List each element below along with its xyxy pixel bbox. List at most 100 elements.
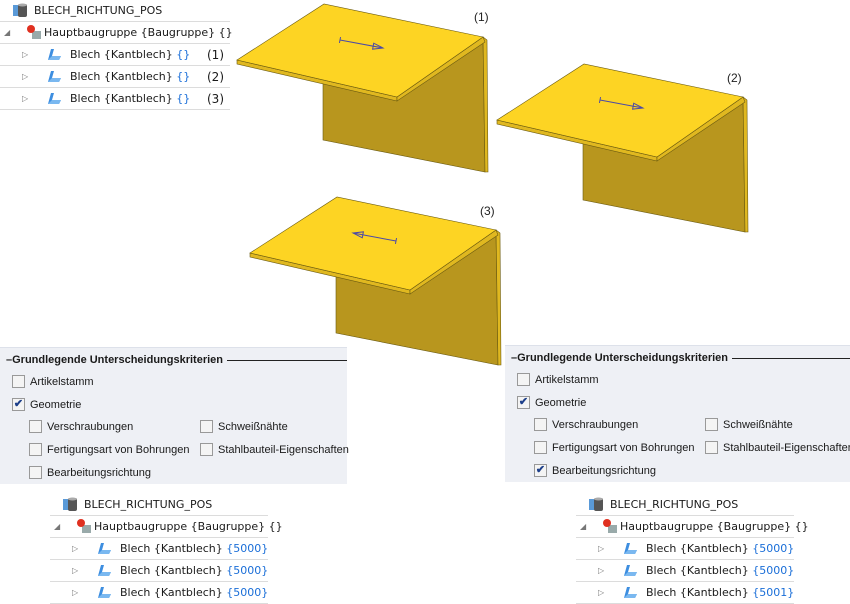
checkbox-fertigungsart[interactable]: Fertigungsart von Bohrungen — [534, 441, 694, 454]
checkbox-artikelstamm[interactable]: Artikelstamm — [517, 373, 599, 386]
checkbox-label: Stahlbauteil-Eigenschaften — [218, 443, 349, 456]
part-flange-edge[interactable] — [482, 36, 489, 173]
checkmark-icon[interactable]: ✔ — [517, 396, 530, 409]
expand-icon[interactable]: ▷ — [22, 72, 29, 81]
tree-group[interactable]: ◢ Hauptbaugruppe {Baugruppe} {} — [576, 516, 809, 538]
tree-item[interactable]: ▷ Blech {Kantblech} {} (2) — [0, 66, 230, 88]
tree-item[interactable]: ▷ Blech {Kantblech} {} (3) — [0, 88, 230, 110]
3d-viewport[interactable] — [230, 0, 770, 370]
part-flange-edge[interactable] — [495, 229, 502, 366]
checkbox-geometrie[interactable]: ✔ Geometrie — [517, 396, 586, 409]
tree-item[interactable]: ▷ Blech {Kantblech} {5000} — [50, 538, 268, 560]
sheet-metal-icon — [46, 90, 62, 106]
criteria-panel-right: – Grundlegende Unterscheidungskriterien … — [505, 345, 850, 482]
tree-item-label: Blech {Kantblech} — [120, 542, 223, 555]
part-label-2: (2) — [727, 71, 742, 85]
expand-icon[interactable]: ▷ — [22, 50, 29, 59]
checkbox-artikelstamm[interactable]: Artikelstamm — [12, 375, 94, 388]
checkbox-stahlbauteil[interactable]: Stahlbauteil-Eigenschaften — [200, 443, 349, 456]
checkbox-geometrie[interactable]: ✔ Geometrie — [12, 398, 81, 411]
part-top-face[interactable] — [236, 3, 484, 98]
tree-item[interactable]: ▷ Blech {Kantblech} {5001} — [576, 582, 794, 604]
checkbox-box[interactable] — [12, 375, 25, 388]
checkbox-box[interactable] — [705, 418, 718, 431]
sheet-metal-part-2[interactable] — [496, 63, 749, 233]
sheet-metal-part-1[interactable] — [236, 3, 489, 173]
checkbox-schweissnaehte[interactable]: Schweißnähte — [200, 420, 288, 433]
tree-item[interactable]: ▷ Blech {Kantblech} {5000} — [576, 538, 794, 560]
tree-item-label: Blech {Kantblech} — [646, 564, 749, 577]
tree-root[interactable]: BLECH_RICHTUNG_POS — [50, 494, 268, 516]
sheet-metal-part-3[interactable] — [249, 196, 502, 366]
sheet-metal-icon — [46, 68, 62, 84]
tree-group-label: Hauptbaugruppe {Baugruppe} {} — [620, 520, 809, 533]
sheet-metal-icon — [46, 46, 62, 62]
tree-item-value: {} — [176, 48, 191, 61]
expand-icon[interactable]: ▷ — [72, 566, 79, 575]
collapse-icon[interactable]: ◢ — [54, 522, 61, 531]
tree-item-marker: (3) — [207, 91, 224, 106]
checkbox-box[interactable] — [29, 443, 42, 456]
group-icon — [602, 518, 618, 534]
checkbox-box[interactable] — [29, 466, 42, 479]
tree-root-label: BLECH_RICHTUNG_POS — [84, 498, 213, 511]
top-tree: BLECH_RICHTUNG_POS ◢ Hauptbaugruppe {Bau… — [0, 0, 233, 110]
checkbox-label: Fertigungsart von Bohrungen — [47, 443, 190, 456]
part-top-face[interactable] — [496, 63, 744, 158]
checkbox-fertigungsart[interactable]: Fertigungsart von Bohrungen — [29, 443, 189, 456]
part-top-face[interactable] — [249, 196, 497, 291]
collapse-icon[interactable]: ◢ — [580, 522, 587, 531]
tree-group[interactable]: ◢ Hauptbaugruppe {Baugruppe} {} — [0, 22, 233, 44]
part-flange-edge[interactable] — [742, 96, 749, 233]
tree-group-label: Hauptbaugruppe {Baugruppe} {} — [94, 520, 283, 533]
expand-icon[interactable]: ▷ — [598, 588, 605, 597]
checkbox-verschraubungen[interactable]: Verschraubungen — [29, 420, 133, 433]
expand-icon[interactable]: ▷ — [598, 544, 605, 553]
checkmark-icon[interactable]: ✔ — [12, 398, 25, 411]
checkbox-verschraubungen[interactable]: Verschraubungen — [534, 418, 638, 431]
checkmark-icon[interactable]: ✔ — [534, 464, 547, 477]
checkbox-label: Schweißnähte — [723, 418, 793, 431]
tree-item-value: {5000} — [226, 542, 269, 555]
tree-root[interactable]: BLECH_RICHTUNG_POS — [0, 0, 230, 22]
expand-icon[interactable]: ▷ — [598, 566, 605, 575]
assembly-icon — [588, 496, 604, 512]
group-legend: – Grundlegende Unterscheidungskriterien — [6, 354, 347, 366]
tree-item-value: {} — [176, 92, 191, 105]
tree-item[interactable]: ▷ Blech {Kantblech} {5000} — [576, 560, 794, 582]
tree-group[interactable]: ◢ Hauptbaugruppe {Baugruppe} {} — [50, 516, 283, 538]
checkbox-box[interactable] — [517, 373, 530, 386]
checkbox-label: Bearbeitungsrichtung — [47, 466, 151, 479]
collapse-icon[interactable]: ◢ — [4, 28, 11, 37]
tree-item[interactable]: ▷ Blech {Kantblech} {} (1) — [0, 44, 230, 66]
bottom-left-tree: BLECH_RICHTUNG_POS ◢ Hauptbaugruppe {Bau… — [50, 494, 283, 604]
checkbox-box[interactable] — [200, 420, 213, 433]
checkbox-box[interactable] — [534, 441, 547, 454]
checkbox-bearbeitungsrichtung[interactable]: Bearbeitungsrichtung — [29, 466, 151, 479]
group-icon — [76, 518, 92, 534]
machining-direction-arrow — [351, 231, 398, 245]
tree-item-label: Blech {Kantblech} — [70, 70, 173, 83]
tree-item-value: {} — [176, 70, 191, 83]
tree-item[interactable]: ▷ Blech {Kantblech} {5000} — [50, 560, 268, 582]
checkbox-box[interactable] — [200, 443, 213, 456]
part-label-3: (3) — [480, 204, 495, 218]
checkbox-box[interactable] — [705, 441, 718, 454]
expand-icon[interactable]: ▷ — [72, 588, 79, 597]
expand-icon[interactable]: ▷ — [22, 94, 29, 103]
checkbox-label: Geometrie — [535, 396, 587, 409]
checkbox-label: Stahlbauteil-Eigenschaften — [723, 441, 850, 454]
expand-icon[interactable]: ▷ — [72, 544, 79, 553]
tree-item-marker: (1) — [207, 47, 224, 62]
checkbox-label: Geometrie — [30, 398, 82, 411]
checkbox-box[interactable] — [534, 418, 547, 431]
tree-item[interactable]: ▷ Blech {Kantblech} {5000} — [50, 582, 268, 604]
tree-root[interactable]: BLECH_RICHTUNG_POS — [576, 494, 794, 516]
tree-item-label: Blech {Kantblech} — [120, 564, 223, 577]
checkbox-box[interactable] — [29, 420, 42, 433]
tree-item-label: Blech {Kantblech} — [120, 586, 223, 599]
checkbox-label: Bearbeitungsrichtung — [552, 464, 656, 477]
checkbox-bearbeitungsrichtung[interactable]: ✔ Bearbeitungsrichtung — [534, 464, 656, 477]
checkbox-stahlbauteil[interactable]: Stahlbauteil-Eigenschaften — [705, 441, 850, 454]
checkbox-schweissnaehte[interactable]: Schweißnähte — [705, 418, 793, 431]
